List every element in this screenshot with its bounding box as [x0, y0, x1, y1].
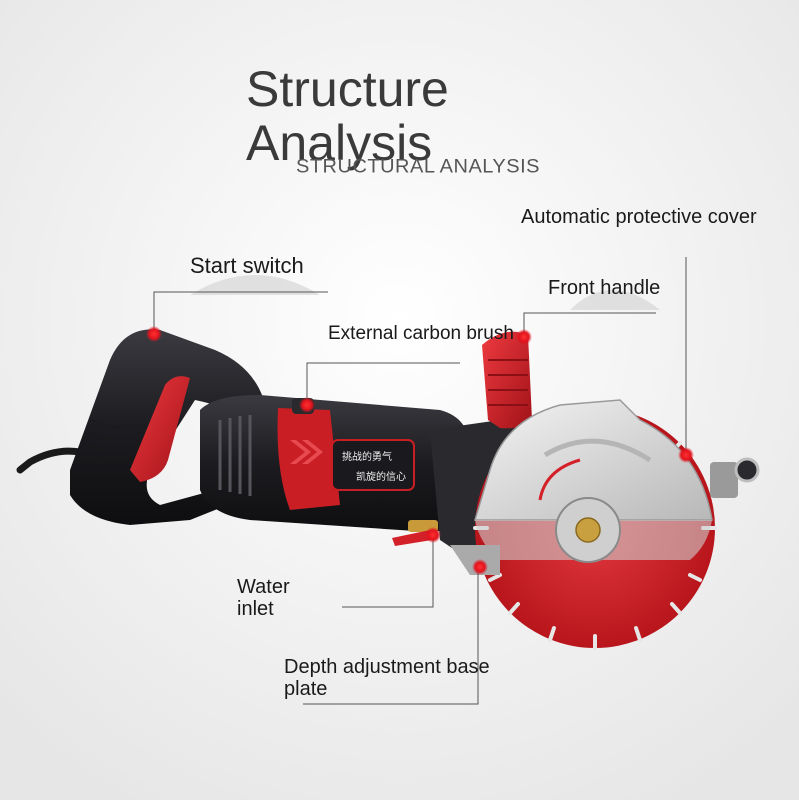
label-depth-plate: Depth adjustment base plate [284, 656, 490, 700]
guard-roller [734, 457, 760, 483]
callout-lines [153, 257, 687, 705]
protective-guard [473, 399, 713, 521]
slogan-line2: 凯旋的信心 [356, 470, 406, 483]
power-cord [16, 447, 84, 474]
chevron-marks [290, 440, 323, 464]
label-water-inlet-line2: inlet [237, 598, 274, 620]
guard-roller-arm [710, 462, 738, 498]
page-title-line2: Analysis [246, 115, 433, 171]
slogan-line1: 挑战的勇气 [342, 450, 392, 463]
label-depth-plate-line1: Depth adjustment base [284, 656, 490, 678]
label-carbon-brush: External carbon brush [328, 323, 514, 344]
shadow-shape [190, 275, 320, 295]
callout-markers [146, 326, 694, 575]
motor-vents [218, 415, 252, 496]
page-subtitle: STRUCTURAL ANALYSIS [296, 156, 541, 178]
front-handle-ribs [488, 359, 528, 406]
water-valve-lever [392, 530, 432, 546]
label-start-switch: Start switch [190, 253, 304, 278]
grip-ribs [77, 419, 119, 465]
label-depth-plate-line2: plate [284, 678, 328, 700]
arbor-nut [575, 517, 601, 543]
guard-arc-red [538, 458, 581, 501]
shadow-shape [570, 290, 660, 310]
label-water-inlet: Water inlet [237, 576, 290, 620]
page-title: Structure Analysis [246, 62, 546, 170]
rear-handle-grip [130, 376, 190, 482]
guard-arc [543, 438, 652, 463]
slogan-plate [331, 439, 415, 491]
label-protective-cover: Automatic protective cover [521, 206, 757, 228]
label-water-inlet-line1: Water [237, 576, 290, 598]
page-title-line1: Structure [246, 61, 449, 117]
front-handle [482, 331, 532, 429]
label-front-handle: Front handle [548, 277, 661, 299]
